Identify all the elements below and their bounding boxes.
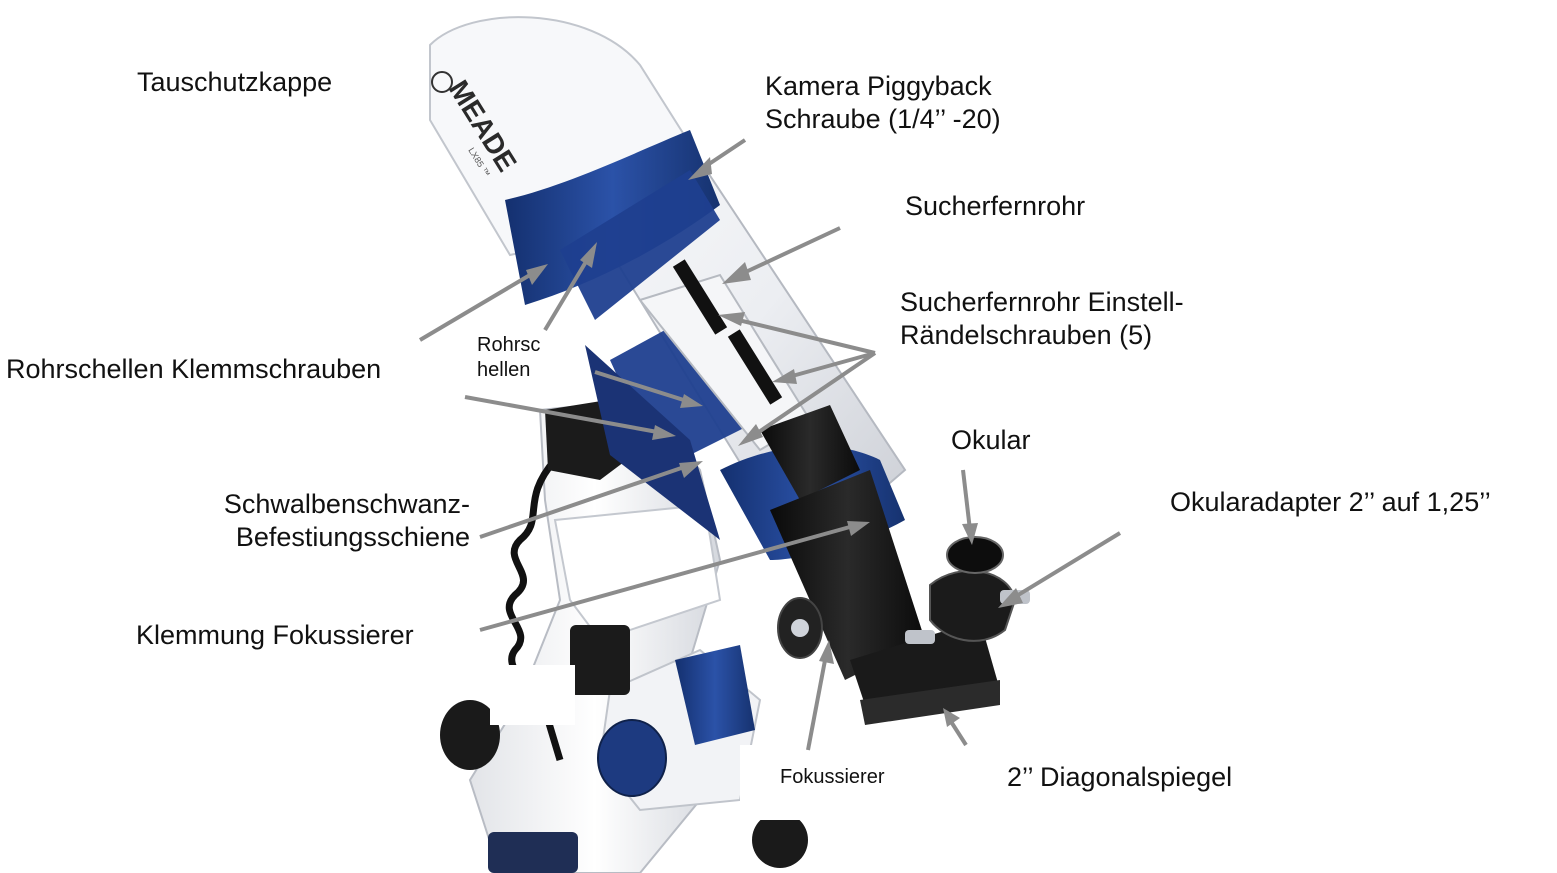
label-rohrschellen-line1: Rohrsc	[477, 333, 540, 358]
label-fokussierer: Fokussierer	[780, 765, 884, 790]
label-diagonalspiegel: 2’’ Diagonalspiegel	[1007, 761, 1232, 794]
label-klemmung-fokussierer: Klemmung Fokussierer	[136, 619, 414, 652]
label-kamera-line1: Kamera Piggyback	[765, 70, 1001, 103]
label-sucher-einstell-line2: Rändelschrauben (5)	[900, 319, 1184, 352]
label-rohrschellen: Rohrsc hellen	[477, 333, 540, 383]
label-okular: Okular	[951, 424, 1031, 457]
label-kamera-piggyback: Kamera Piggyback Schraube (1/4’’ -20)	[765, 70, 1001, 136]
label-okularadapter: Okularadapter 2’’ auf 1,25’’	[1170, 486, 1491, 519]
arrow-fokussierer	[808, 640, 834, 750]
label-sucherfernrohr-einstell: Sucherfernrohr Einstell- Rändelschrauben…	[900, 286, 1184, 352]
label-schwalben-line2: Befestiungsschiene	[160, 521, 470, 554]
label-sucher-einstell-line1: Sucherfernrohr Einstell-	[900, 286, 1184, 319]
label-sucherfernrohr: Sucherfernrohr	[905, 190, 1085, 223]
label-kamera-line2: Schraube (1/4’’ -20)	[765, 103, 1001, 136]
arrow-okular	[962, 470, 978, 545]
label-schwalbenschwanz: Schwalbenschwanz- Befestiungsschiene	[160, 488, 470, 554]
label-rohrschellen-line2: hellen	[477, 358, 540, 383]
label-schwalben-line1: Schwalbenschwanz-	[160, 488, 470, 521]
label-rohrschellen-klemmschrauben: Rohrschellen Klemmschrauben	[6, 353, 381, 386]
label-tauschutzkappe: Tauschutzkappe	[137, 66, 332, 99]
arrow-okularadapter	[998, 533, 1120, 608]
arrow-diagonalspiegel	[943, 708, 966, 745]
